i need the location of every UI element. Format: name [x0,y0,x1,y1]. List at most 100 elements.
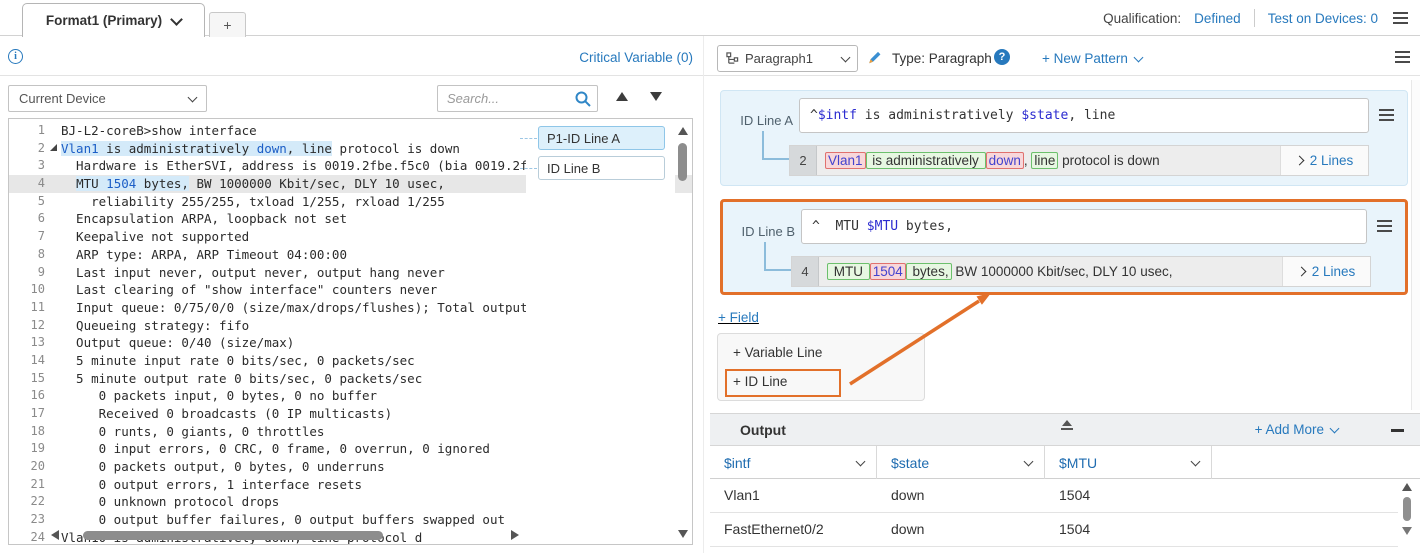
matched-variable: down [985,152,1024,169]
tab-format1[interactable]: Format1 (Primary) [22,3,205,37]
code-line[interactable]: 6 Encapsulation ARPA, loopback not set [9,210,692,228]
line-tag-p1-id-line-a[interactable]: P1-ID Line A [538,126,665,150]
horizontal-scrollbar[interactable] [51,529,519,541]
critical-variable-link[interactable]: Critical Variable (0) [579,50,693,65]
info-icon[interactable]: i [8,49,23,64]
code-line[interactable]: 16 0 packets input, 0 bytes, 0 no buffer [9,387,692,405]
menu-item-id-line[interactable]: + ID Line [733,374,788,389]
search-box [437,85,598,112]
line-tag-label: P1-ID Line A [547,130,620,146]
code-line[interactable]: 13 Output queue: 0/40 (size/max) [9,334,692,352]
code-fragment: 5 minute output rate 0 bits/sec, 0 packe… [61,370,423,386]
matched-variable: Vlan1 [825,152,866,169]
search-prev-button[interactable] [616,92,628,101]
regex-literal: , line [1068,108,1116,123]
search-next-button[interactable] [650,92,662,101]
scroll-down-icon[interactable] [1402,527,1412,535]
test-on-devices-link[interactable]: Test on Devices: 0 [1267,10,1378,26]
code-line[interactable]: 15 5 minute output rate 0 bits/sec, 0 pa… [9,370,692,388]
code-line[interactable]: 8 ARP type: ARPA, ARP Timeout 04:00:00 [9,246,692,264]
scroll-up-icon[interactable] [1402,483,1412,491]
new-pattern-button[interactable]: + New Pattern [1042,51,1144,66]
minimize-icon[interactable] [1391,429,1404,432]
pattern-menu-icon[interactable] [1393,49,1412,65]
pattern-select[interactable]: Paragraph1 [717,45,858,72]
code-fragment: 0 packets output, 0 bytes, 0 underruns [61,459,385,475]
scroll-up-icon[interactable] [678,127,688,135]
code-line[interactable]: 4 MTU 1504 bytes, BW 1000000 Kbit/sec, D… [9,175,692,193]
expand-lines-button[interactable]: 2 Lines [1280,146,1368,175]
scrollbar-track[interactable] [65,530,505,540]
column-header-MTU[interactable]: $MTU [1045,446,1212,479]
code-fragment: 0 input errors, 0 CRC, 0 frame, 0 overru… [61,441,490,457]
code-line[interactable]: 18 0 runts, 0 giants, 0 throttles [9,423,692,441]
code-line[interactable]: 20 0 packets output, 0 bytes, 0 underrun… [9,458,692,476]
menu-item-variable-line[interactable]: + Variable Line [733,345,823,360]
edit-pencil-icon[interactable] [866,49,883,66]
pattern-options-icon[interactable] [1377,107,1396,123]
pattern-regex-input[interactable]: ^$intf is administratively $state, line [799,98,1369,133]
code-line[interactable]: 21 0 output errors, 1 interface resets [9,476,692,494]
column-header-intf[interactable]: $intf [710,446,877,479]
menu-icon[interactable] [1391,10,1410,26]
code-line[interactable]: 3 Hardware is EtherSVI, address is 0019.… [9,157,692,175]
scroll-left-icon[interactable] [51,530,59,540]
qualification-value-link[interactable]: Defined [1194,10,1241,26]
pattern-select-value: Paragraph1 [745,51,813,66]
search-input[interactable] [438,91,574,106]
code-fragment: BJ-L2-coreB>show interface [61,123,257,138]
add-tab-button[interactable]: + [209,12,246,37]
pattern-card-id-line-b: ID Line B^ MTU $MTU bytes,4 MTU 1504 byt… [720,199,1408,295]
code-line[interactable]: 12 Queueing strategy: fifo [9,317,692,335]
fold-expanded-icon[interactable] [49,143,57,151]
code-fragment: Queueing strategy: fifo [61,317,250,333]
code-text: Output queue: 0/40 (size/max) [61,335,294,350]
column-header-state[interactable]: $state [877,446,1045,479]
vertical-scrollbar[interactable] [676,123,690,540]
scroll-down-icon[interactable] [678,530,688,538]
matched-line-number: 4 [792,257,819,286]
help-icon[interactable]: ? [994,49,1010,65]
column-header-label: $intf [724,454,751,471]
collapse-panel-icon[interactable] [1060,420,1074,430]
code-line[interactable]: 10 Last clearing of "show interface" cou… [9,281,692,299]
code-line[interactable]: 5 reliability 255/255, txload 1/255, rxl… [9,193,692,211]
pattern-options-icon[interactable] [1375,218,1394,234]
line-tag-id-line-b[interactable]: ID Line B [538,156,665,180]
code-line[interactable]: 9 Last input never, output never, output… [9,264,692,282]
add-more-button[interactable]: + Add More [1255,422,1340,437]
code-line[interactable]: 23 0 output buffer failures, 0 output bu… [9,511,692,529]
code-line[interactable]: 14 5 minute input rate 0 bits/sec, 0 pac… [9,352,692,370]
scrollbar-thumb[interactable] [83,530,383,540]
pattern-scrollbar-track[interactable] [1411,80,1420,410]
code-line[interactable]: 1 BJ-L2-coreB>show interface [9,122,692,140]
scroll-right-icon[interactable] [511,530,519,540]
add-field-link[interactable]: + Field [718,310,759,325]
panel-divider [703,36,704,553]
line-tag-gutter: P1-ID Line A ID Line B [520,120,675,529]
table-cell: 1504 [1059,521,1091,537]
chevron-down-icon [187,92,198,102]
scrollbar-thumb[interactable] [1402,497,1411,521]
device-scope-select[interactable]: Current Device [8,85,207,112]
code-line[interactable]: 7 Keepalive not supported [9,228,692,246]
matched-plain-text: protocol is down [1058,153,1160,168]
expand-lines-button[interactable]: 2 Lines [1282,257,1370,286]
code-line[interactable]: 17 Received 0 broadcasts (0 IP multicast… [9,405,692,423]
fold-gutter [45,140,61,158]
code-line[interactable]: 22 0 unknown protocol drops [9,493,692,511]
pattern-regex-input[interactable]: ^ MTU $MTU bytes, [801,209,1367,244]
line-number: 7 [37,229,45,244]
sub-header-strip [0,36,1420,76]
code-fragment: MTU [76,176,107,192]
expand-lines-label: 2 Lines [1309,153,1354,168]
line-number: 1 [37,123,45,137]
scrollbar-thumb[interactable] [678,143,687,181]
search-icon[interactable] [574,90,592,108]
table-scrollbar[interactable] [1400,481,1414,547]
code-line[interactable]: 19 0 input errors, 0 CRC, 0 frame, 0 ove… [9,440,692,458]
